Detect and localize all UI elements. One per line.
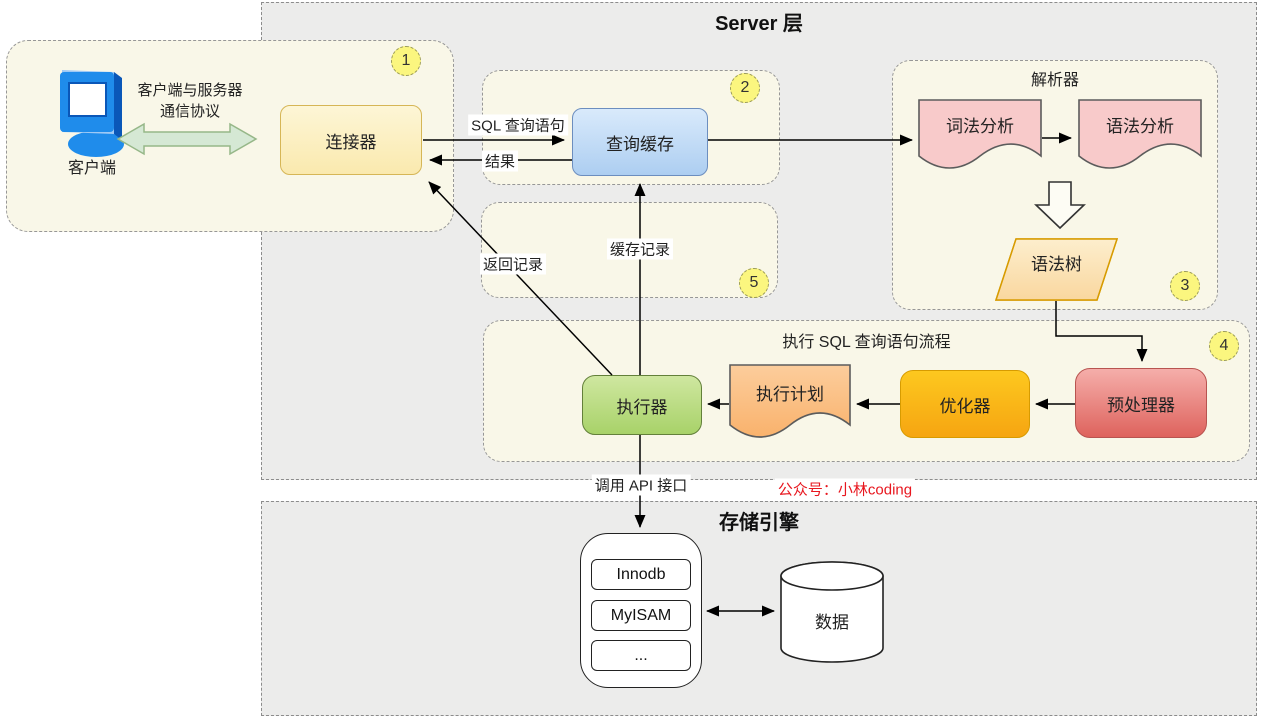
query-cache-label: 查询缓存 <box>606 134 674 154</box>
badge-3: 3 <box>1170 271 1200 301</box>
server-layer-title: Server 层 <box>715 13 803 35</box>
storage-engine-title: 存储引擎 <box>719 512 799 534</box>
connector-node: 连接器 <box>280 105 422 175</box>
data-cylinder <box>780 561 884 663</box>
query-cache-node: 查询缓存 <box>572 108 708 176</box>
lexical-analysis-doc <box>918 99 1042 169</box>
badge-2-label: 2 <box>740 79 750 96</box>
engine-others-label: ... <box>634 646 648 664</box>
parser-title: 解析器 <box>1030 72 1079 89</box>
preprocessor-node: 预处理器 <box>1075 368 1207 438</box>
preprocessor-label: 预处理器 <box>1107 395 1175 415</box>
return-records-label: 返回记录 <box>479 253 547 275</box>
executor-node: 执行器 <box>582 375 702 435</box>
syntax-analysis-doc <box>1078 99 1202 169</box>
call-api-label: 调用 API 接口 <box>591 474 691 496</box>
optimizer-node: 优化器 <box>900 370 1030 438</box>
optimizer-label: 优化器 <box>939 396 991 416</box>
badge-1-label: 1 <box>401 52 411 69</box>
exec-flow-title: 执行 SQL 查询语句流程 <box>782 334 951 351</box>
badge-5-label: 5 <box>749 274 759 291</box>
execution-plan-doc <box>729 364 851 438</box>
badge-4-label: 4 <box>1219 337 1229 354</box>
engine-myisam: MyISAM <box>591 600 691 631</box>
executor-label: 执行器 <box>616 397 668 417</box>
badge-5: 5 <box>739 268 769 298</box>
protocol-text: 客户端与服务器 通信协议 <box>108 80 272 122</box>
engine-others: ... <box>591 640 691 671</box>
engine-myisam-label: MyISAM <box>610 606 672 624</box>
badge-2: 2 <box>730 73 760 103</box>
protocol-line1: 客户端与服务器 <box>137 82 243 99</box>
connector-label: 连接器 <box>325 132 377 152</box>
watermark-text: 公众号：小林coding <box>774 478 916 500</box>
result-label: 结果 <box>481 150 519 172</box>
sql-query-label: SQL 查询语句 <box>468 114 568 136</box>
badge-3-label: 3 <box>1180 277 1190 294</box>
protocol-line2: 通信协议 <box>159 103 220 120</box>
badge-1: 1 <box>391 46 421 76</box>
badge-4: 4 <box>1209 331 1239 361</box>
engines-container: Innodb MyISAM ... <box>580 533 702 688</box>
cache-records-label: 缓存记录 <box>606 238 674 260</box>
engine-innodb-label: Innodb <box>616 565 666 583</box>
engine-innodb: Innodb <box>591 559 691 590</box>
syntax-tree-shape <box>995 238 1118 301</box>
